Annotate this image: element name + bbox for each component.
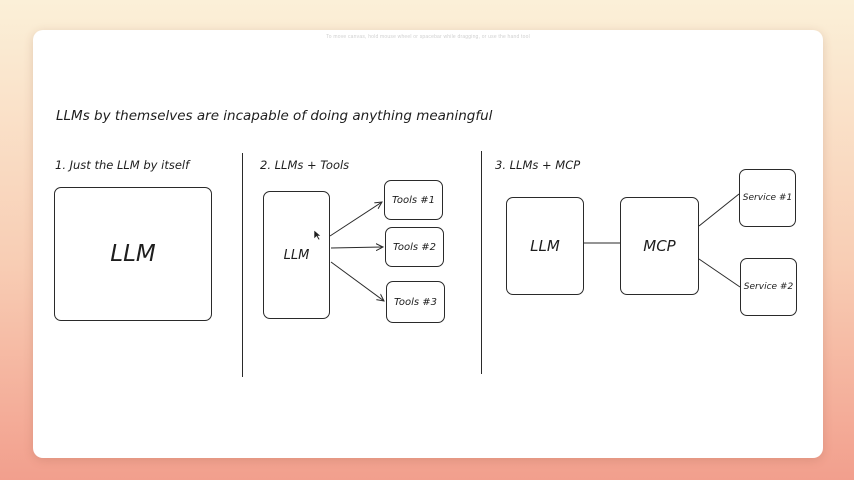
connector-layer: [329, 193, 741, 458]
mcp-label: MCP: [643, 237, 676, 255]
tools-2-box[interactable]: Tools #2: [385, 227, 444, 267]
service-1-label: Service #1: [742, 193, 793, 203]
arrow-llm-to-tools-2: [330, 247, 383, 248]
line-mcp-to-service-2: [698, 258, 741, 288]
divider-1: [242, 153, 244, 377]
line-mcp-to-service-1: [698, 193, 740, 227]
whiteboard-canvas[interactable]: To move canvas, hold mouse wheel or spac…: [33, 30, 823, 458]
canvas-hint: To move canvas, hold mouse wheel or spac…: [326, 34, 530, 40]
mcp-box[interactable]: MCP: [620, 197, 699, 295]
divider-2: [481, 151, 483, 374]
section-2-llm-box[interactable]: LLM: [263, 191, 330, 319]
tools-3-box[interactable]: Tools #3: [386, 281, 445, 323]
diagram-headline: LLMs by themselves are incapable of doin…: [56, 108, 493, 124]
section-2-llm-label: LLM: [283, 247, 310, 263]
section-3-title: 3. LLMs + MCP: [495, 158, 581, 172]
section-1-llm-label: LLM: [110, 241, 156, 267]
tools-1-label: Tools #1: [391, 194, 436, 206]
section-1-llm-box[interactable]: LLM: [54, 187, 212, 321]
arrow-llm-to-tools-3: [330, 261, 384, 301]
mouse-cursor-icon: [313, 229, 322, 241]
service-2-box[interactable]: Service #2: [740, 258, 797, 316]
service-2-label: Service #2: [743, 282, 794, 292]
tools-2-label: Tools #2: [392, 241, 437, 253]
service-1-box[interactable]: Service #1: [739, 169, 796, 227]
section-2-title: 2. LLMs + Tools: [260, 158, 350, 172]
tools-1-box[interactable]: Tools #1: [384, 180, 443, 220]
section-3-llm-label: LLM: [530, 237, 560, 255]
section-1-title: 1. Just the LLM by itself: [55, 158, 190, 172]
tools-3-label: Tools #3: [393, 296, 438, 308]
section-3-llm-box[interactable]: LLM: [506, 197, 584, 295]
arrow-llm-to-tools-1: [329, 202, 382, 237]
